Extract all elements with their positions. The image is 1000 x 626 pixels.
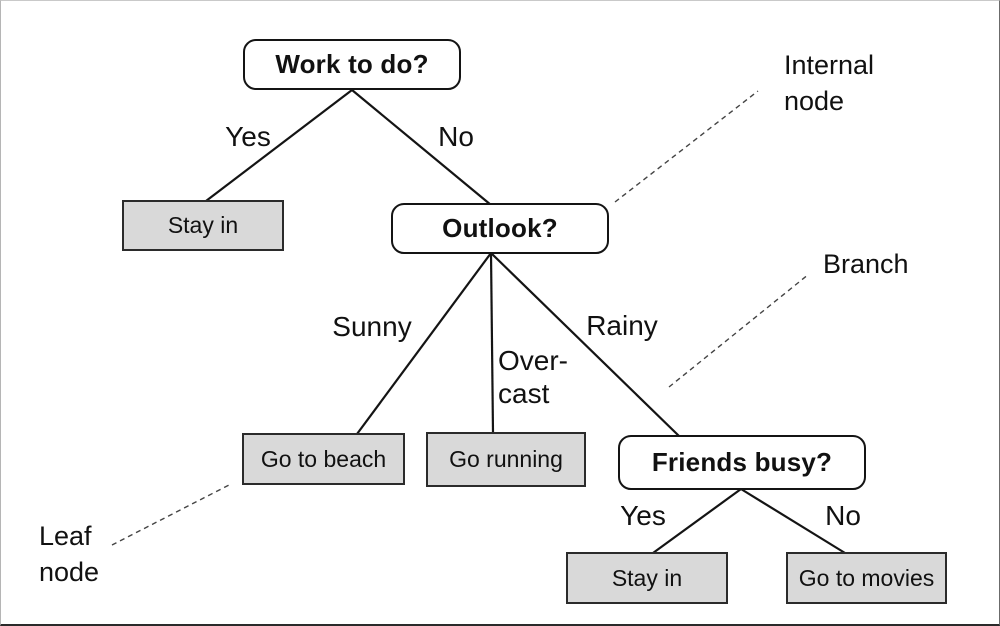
edge-label-yes-top: Yes [225, 121, 271, 152]
edge-label-sunny: Sunny [332, 311, 412, 342]
annotation-leaf-node: Leaf node [39, 521, 100, 588]
branch-friends-stayin [652, 488, 742, 554]
node-friends-busy: Friends busy? [618, 435, 866, 490]
edge-label-no-top: No [438, 121, 474, 152]
pointer-branch [668, 273, 810, 388]
branch-outlook-running [489, 252, 495, 434]
node-label: Stay in [167, 212, 239, 238]
node-label: Work to do? [275, 49, 429, 79]
node-label: Friends busy? [651, 447, 833, 477]
node-label: Go to beach [260, 445, 387, 472]
node-label: Stay in [611, 564, 683, 591]
edge-label-overcast: Over- cast [498, 345, 568, 410]
pointer-internal-node [614, 90, 759, 203]
node-label: Go running [449, 446, 563, 472]
node-go-running: Go running [426, 432, 586, 487]
edge-label-no-bottom: No [825, 500, 861, 531]
edge-label-rainy: Rainy [586, 310, 658, 341]
edge-label-yes-bottom: Yes [620, 500, 666, 531]
node-stay-in-bottom: Stay in [566, 552, 728, 604]
branch-outlook-beach [356, 252, 492, 435]
node-work-to-do: Work to do? [243, 39, 461, 90]
node-go-to-beach: Go to beach [242, 433, 405, 485]
node-stay-in-left: Stay in [122, 200, 284, 251]
node-go-to-movies: Go to movies [786, 552, 947, 604]
node-label: Outlook? [442, 213, 558, 243]
annotation-internal-node: Internal node [784, 50, 875, 117]
node-label: Go to movies [798, 564, 935, 591]
annotation-branch: Branch [823, 249, 909, 279]
node-outlook: Outlook? [391, 203, 609, 254]
pointer-leaf-node [111, 484, 230, 546]
